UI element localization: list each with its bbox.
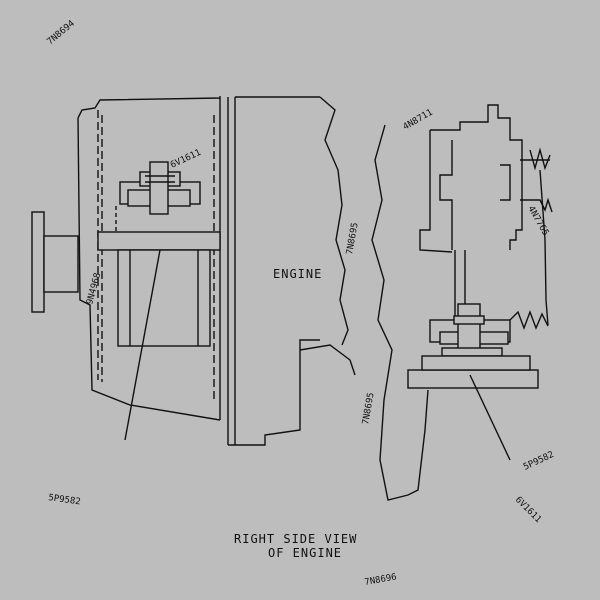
view-title-line1: RIGHT SIDE VIEW <box>234 532 357 546</box>
right-mount-assembly <box>407 250 539 461</box>
callout-right-bottom1: 5P9582 <box>522 450 556 473</box>
callout-upper-mount: 6V1611 <box>169 148 203 171</box>
left-mount-assembly <box>97 161 221 441</box>
right-block-outline <box>371 104 553 501</box>
callout-right-top: 4N8711 <box>402 108 435 133</box>
flange-bracket <box>31 211 79 313</box>
callout-right-mid: 7N8695 <box>345 222 360 256</box>
engine-label: ENGINE <box>273 267 322 281</box>
callout-right-vertical: 7N8695 <box>361 392 376 426</box>
callout-right-side: 4N7765 <box>525 205 550 238</box>
callout-bottom-center: 7N8696 <box>364 572 398 587</box>
callout-top-left: 7N8694 <box>46 19 77 48</box>
view-title-line2: OF ENGINE <box>268 546 342 560</box>
engine-block-outline <box>77 96 356 446</box>
callout-bottom-left: 5P9582 <box>48 493 82 507</box>
callout-right-bottom2: 6V1611 <box>513 495 543 525</box>
callout-left-vertical: 9N4968 <box>85 272 103 306</box>
